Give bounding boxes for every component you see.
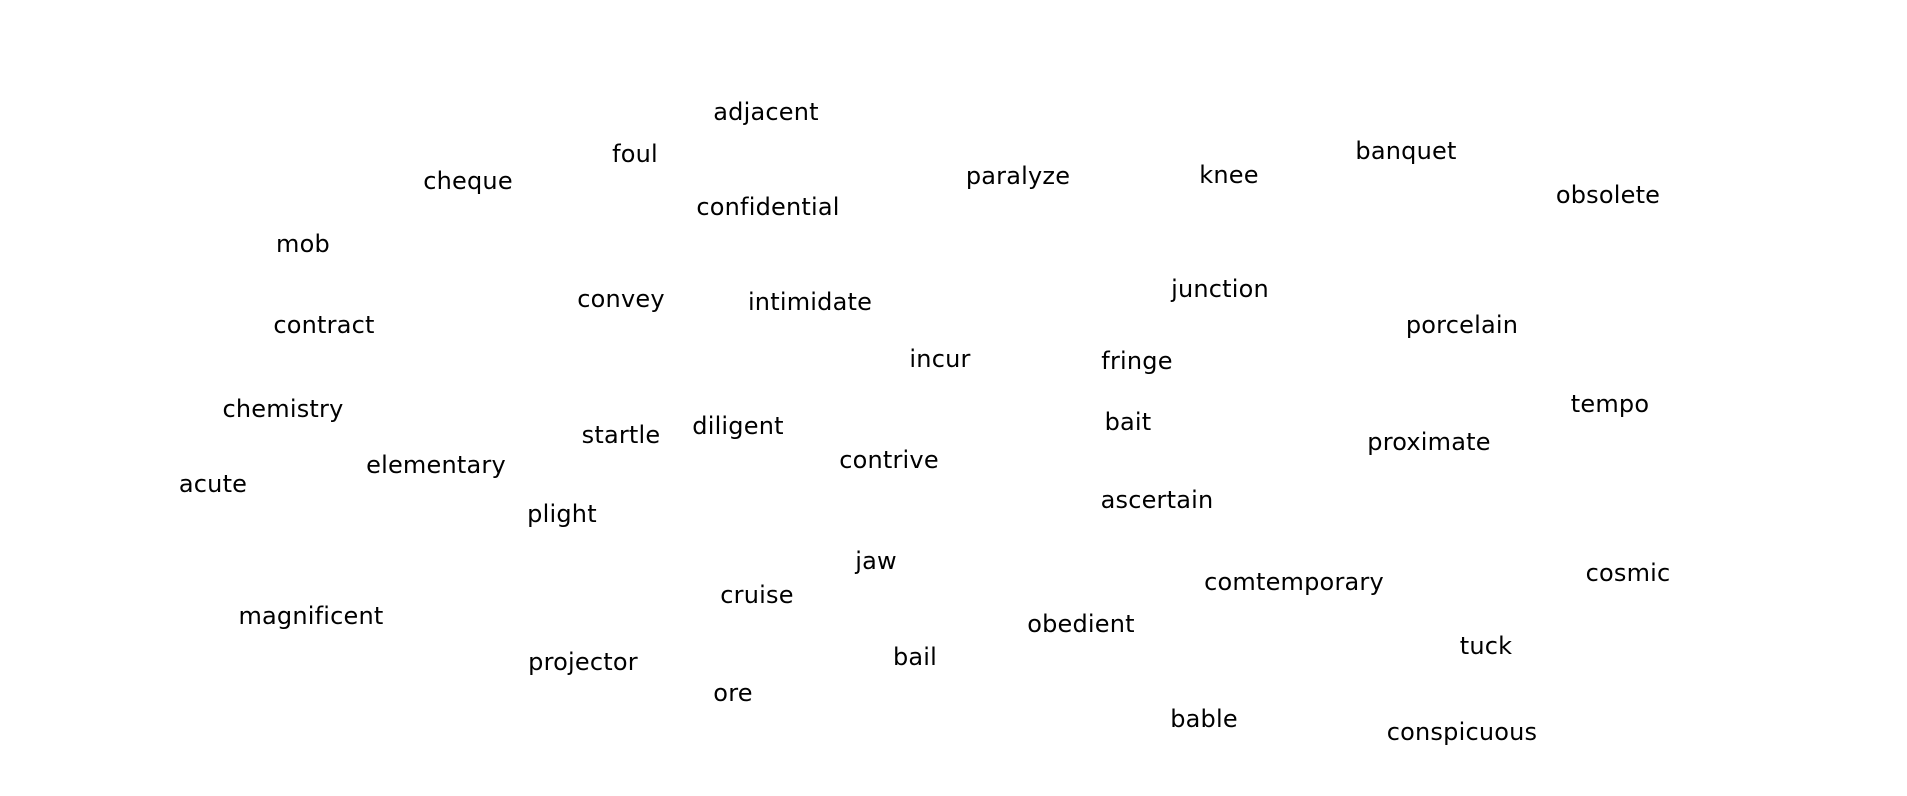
word-comtemporary: comtemporary bbox=[1204, 568, 1384, 596]
word-contrive: contrive bbox=[839, 446, 939, 474]
word-chemistry: chemistry bbox=[222, 395, 344, 423]
word-magnificent: magnificent bbox=[238, 602, 384, 630]
word-obsolete: obsolete bbox=[1555, 181, 1661, 209]
word-contract: contract bbox=[273, 311, 375, 339]
word-ore: ore bbox=[713, 679, 753, 707]
word-conspicuous: conspicuous bbox=[1386, 718, 1538, 746]
word-convey: convey bbox=[577, 285, 665, 313]
word-knee: knee bbox=[1199, 161, 1259, 189]
word-plight: plight bbox=[527, 500, 597, 528]
word-fringe: fringe bbox=[1101, 347, 1173, 375]
word-obedient: obedient bbox=[1027, 610, 1135, 638]
word-mob: mob bbox=[276, 230, 330, 258]
word-adjacent: adjacent bbox=[713, 98, 819, 126]
word-acute: acute bbox=[178, 470, 248, 498]
word-startle: startle bbox=[581, 421, 661, 449]
word-bait: bait bbox=[1104, 408, 1152, 436]
word-junction: junction bbox=[1171, 275, 1269, 303]
word-porcelain: porcelain bbox=[1405, 311, 1519, 339]
word-confidential: confidential bbox=[696, 193, 840, 221]
word-bable: bable bbox=[1170, 705, 1238, 733]
word-projector: projector bbox=[528, 648, 638, 676]
word-diligent: diligent bbox=[692, 412, 784, 440]
word-cheque: cheque bbox=[423, 167, 513, 195]
word-cruise: cruise bbox=[720, 581, 794, 609]
word-elementary: elementary bbox=[366, 451, 506, 479]
word-ascertain: ascertain bbox=[1100, 486, 1214, 514]
word-banquet: banquet bbox=[1355, 137, 1457, 165]
word-bail: bail bbox=[892, 643, 938, 671]
word-tempo: tempo bbox=[1570, 390, 1650, 418]
word-tuck: tuck bbox=[1459, 632, 1513, 660]
word-jaw: jaw bbox=[855, 547, 897, 575]
word-cosmic: cosmic bbox=[1585, 559, 1671, 587]
word-incur: incur bbox=[909, 345, 971, 373]
word-foul: foul bbox=[612, 140, 658, 168]
word-proximate: proximate bbox=[1367, 428, 1491, 456]
word-intimidate: intimidate bbox=[747, 288, 873, 316]
word-paralyze: paralyze bbox=[965, 162, 1071, 190]
